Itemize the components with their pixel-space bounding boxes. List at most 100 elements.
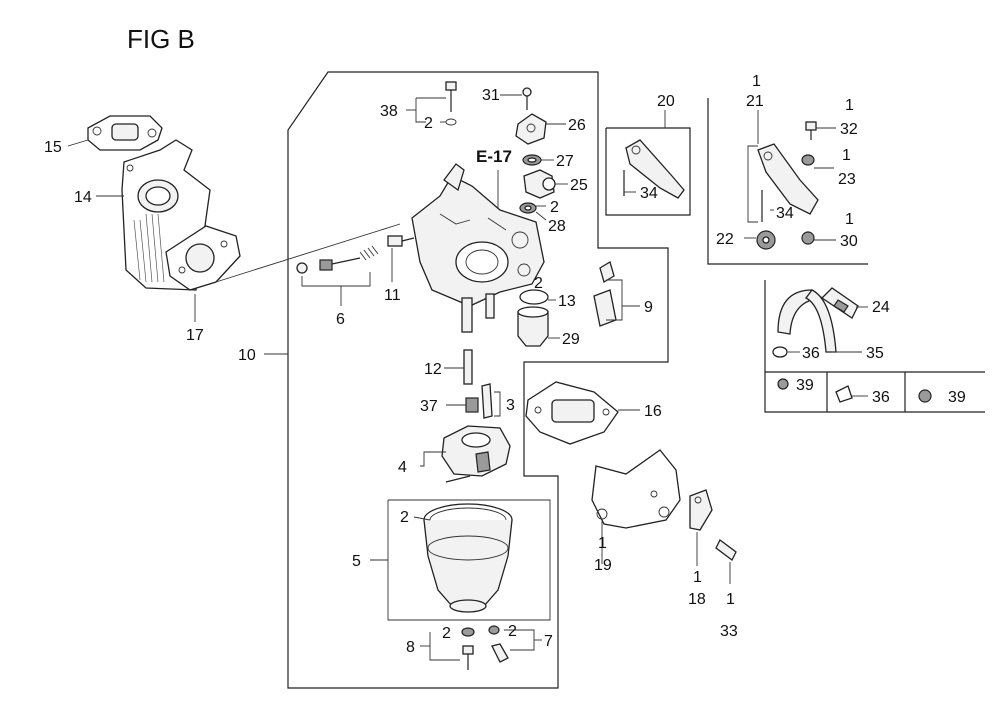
- bracket: [301, 272, 371, 287]
- leader: [215, 223, 401, 283]
- callout-1-bracket: 1: [598, 535, 607, 552]
- clip-24: [820, 287, 859, 319]
- gasket-16: [525, 381, 619, 445]
- hose-box: [764, 280, 985, 413]
- nut-30: [801, 231, 815, 245]
- callout-35: 35: [866, 345, 884, 362]
- float-bowl-5: [423, 503, 513, 613]
- callout-2-screw7: 2: [508, 623, 517, 640]
- callout-32: 32: [840, 121, 858, 138]
- bracket: [415, 98, 426, 123]
- callout-10: 10: [238, 347, 256, 364]
- float-pin-9: [593, 261, 617, 327]
- callout-36-lower: 36: [872, 389, 890, 406]
- callout-1-nut: 1: [845, 211, 854, 228]
- callout-16: 16: [644, 403, 662, 420]
- callout-23: 23: [838, 171, 856, 188]
- screw-31: [522, 87, 532, 110]
- callout-11: 11: [384, 287, 401, 304]
- callout-15: 15: [44, 139, 62, 156]
- valve-3: [481, 383, 493, 419]
- callout-12: 12: [424, 361, 442, 378]
- bracket: [494, 391, 501, 417]
- bracket-19: [591, 449, 681, 529]
- callout-3: 3: [506, 397, 515, 414]
- callout-6: 6: [336, 311, 345, 328]
- figure-title: FIG B: [127, 24, 195, 54]
- spring-22: [756, 230, 776, 250]
- callout-24: 24: [872, 299, 890, 316]
- callout-8: 8: [406, 639, 415, 656]
- jet-25: [523, 169, 556, 199]
- leader: [535, 211, 547, 221]
- callout-9: 9: [644, 299, 653, 316]
- leader: [67, 139, 89, 147]
- callout-2-oring-13: 2: [534, 275, 543, 292]
- gasket-17: [165, 225, 241, 291]
- callout-4: 4: [398, 459, 407, 476]
- part-20-box: [605, 127, 691, 216]
- callout-7: 7: [544, 633, 553, 650]
- nut-29: [517, 306, 549, 347]
- screw-7: [488, 625, 509, 663]
- pilot-screw-6: [296, 245, 379, 274]
- callout-39-right: 39: [948, 389, 966, 406]
- callout-2-oring: 2: [550, 199, 559, 216]
- callout-18: 18: [688, 591, 706, 608]
- callout-37: 37: [420, 398, 438, 415]
- callout-21: 21: [746, 93, 764, 110]
- float-4: [441, 425, 511, 483]
- callout-28: 28: [548, 218, 566, 235]
- choke-lever-box: [707, 98, 868, 265]
- clamp-36b: [835, 385, 853, 403]
- screw-38: [445, 81, 457, 126]
- gasket-15: [87, 115, 163, 151]
- callout-13: 13: [558, 293, 576, 310]
- callout-38: 38: [380, 103, 398, 120]
- callout-22: 22: [716, 231, 734, 248]
- callout-19: 19: [594, 557, 612, 574]
- leader: [413, 516, 431, 521]
- callout-17: 17: [186, 327, 204, 344]
- callout-1-screw: 1: [845, 97, 854, 114]
- callout-36-clamp: 36: [802, 345, 820, 362]
- callout-27: 27: [556, 153, 574, 170]
- callout-26: 26: [568, 117, 586, 134]
- washer-27: [522, 154, 542, 166]
- callout-34-lever: 34: [640, 185, 658, 202]
- needle-12: [463, 349, 473, 385]
- bracket: [429, 632, 460, 661]
- callout-34-choke: 34: [776, 205, 794, 222]
- callout-25: 25: [570, 177, 588, 194]
- callout-31: 31: [482, 87, 500, 104]
- callout-1-washer: 1: [842, 147, 851, 164]
- clamp-36a: [772, 346, 788, 358]
- oring-28: [519, 202, 537, 214]
- jet-37: [465, 397, 479, 413]
- bracket: [747, 145, 758, 223]
- callout-2-bowl: 2: [400, 509, 409, 526]
- carburetor-body: [411, 163, 545, 333]
- choke-lever-21: [757, 143, 819, 222]
- callout-29: 29: [562, 331, 580, 348]
- screw-33: [715, 539, 737, 561]
- link-18: [689, 489, 713, 531]
- fuel-hose-35: [777, 289, 837, 353]
- callout-14: 14: [74, 189, 92, 206]
- callout-2-screw: 2: [424, 115, 433, 132]
- callout-39-left: 39: [796, 377, 814, 394]
- screw-11: [387, 235, 415, 247]
- nut-39b: [918, 389, 932, 403]
- callout-2-drain: 2: [442, 625, 451, 642]
- screw-32: [805, 121, 817, 140]
- bowl-5-box: [387, 499, 551, 621]
- carburetor-group-boundary: [287, 71, 669, 689]
- drain-screw-8: [461, 627, 475, 670]
- section-ref-e17: E-17: [476, 147, 512, 166]
- callout-20: 20: [657, 93, 675, 110]
- callout-1-screw-33: 1: [726, 591, 735, 608]
- callout-5: 5: [352, 553, 361, 570]
- bracket: [606, 279, 623, 321]
